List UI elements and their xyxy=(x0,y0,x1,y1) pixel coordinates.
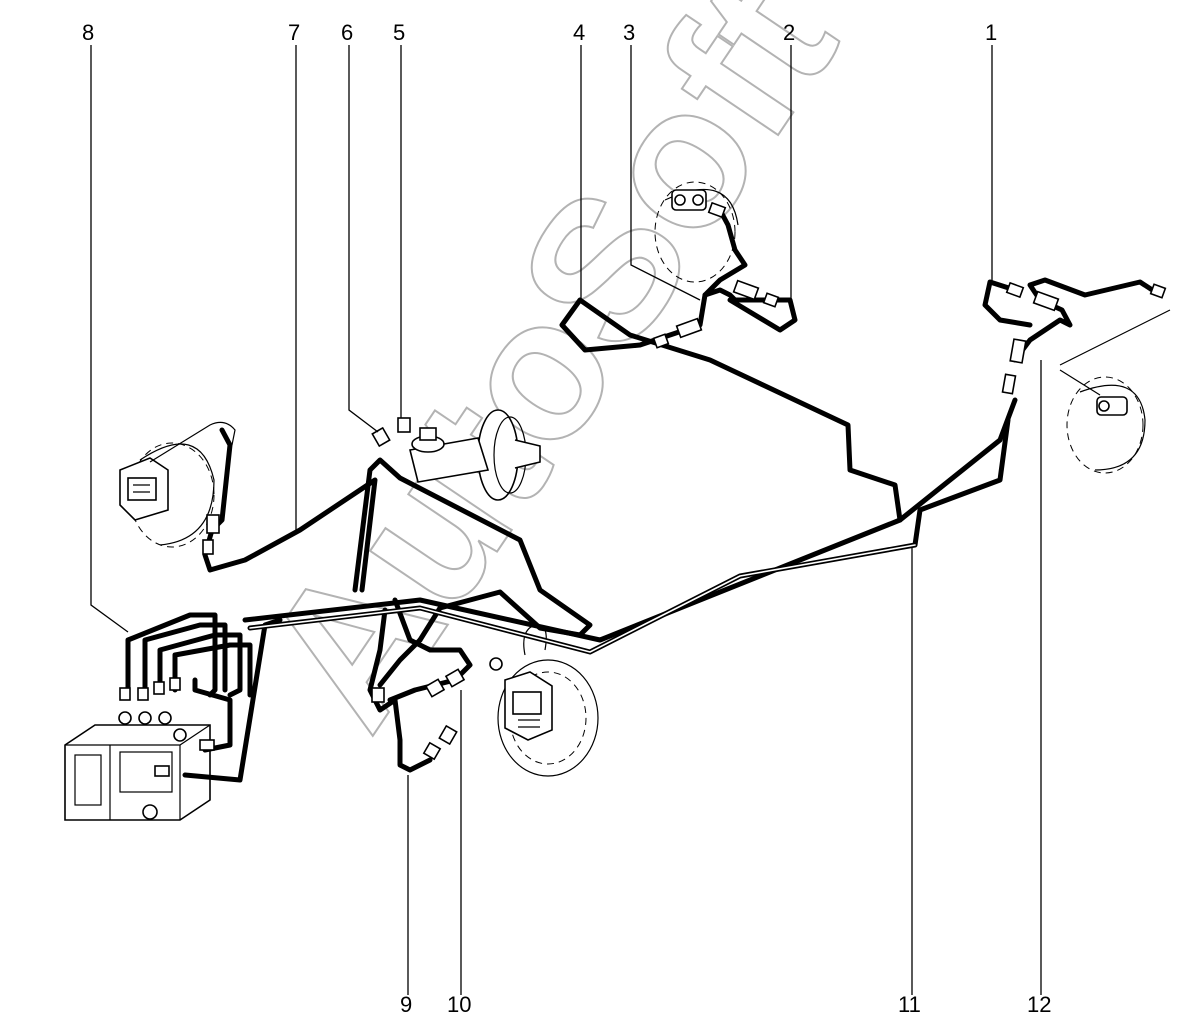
callout-2: 2 xyxy=(783,20,795,45)
callout-12: 12 xyxy=(1027,992,1051,1017)
callout-9: 9 xyxy=(400,992,412,1017)
callout-10: 10 xyxy=(447,992,471,1017)
watermark-text: AutoSoft xyxy=(221,0,878,764)
callout-leaders xyxy=(90,45,1171,995)
callout-11: 11 xyxy=(898,992,921,1017)
abs-hydraulic-unit xyxy=(64,711,211,821)
pipe-fittings xyxy=(119,201,1167,777)
master-cylinder-booster xyxy=(409,409,541,501)
front-left-brake-disc xyxy=(119,421,236,548)
callout-7: 7 xyxy=(288,20,300,45)
callout-6: 6 xyxy=(341,20,353,45)
callout-3: 3 xyxy=(623,20,635,45)
callout-4: 4 xyxy=(573,20,585,45)
callout-1: 1 xyxy=(985,20,997,45)
callout-8: 8 xyxy=(82,20,94,45)
rear-right-brake-drum xyxy=(1066,376,1146,474)
callout-labels: 8 7 6 5 4 3 2 1 9 10 11 12 xyxy=(82,20,1051,1017)
front-right-brake-disc xyxy=(497,624,599,777)
rear-left-brake-drum xyxy=(654,181,739,283)
callout-5: 5 xyxy=(393,20,405,45)
